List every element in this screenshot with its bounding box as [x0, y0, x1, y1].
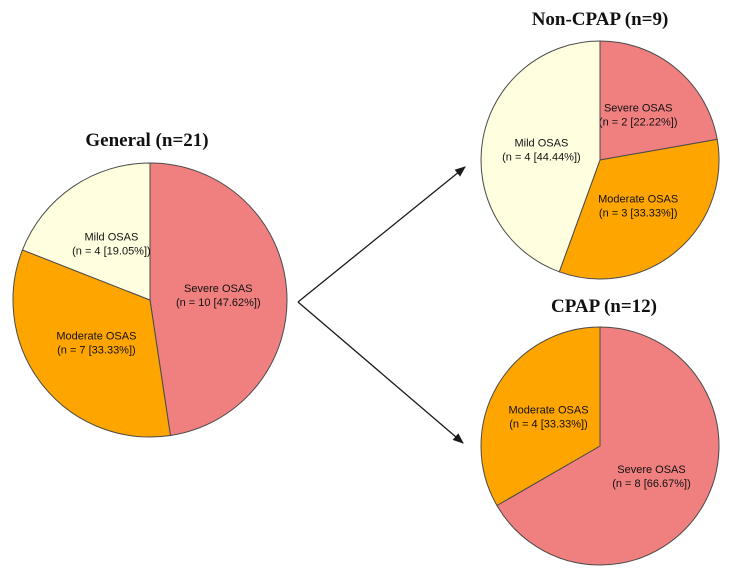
pie-slice-severe-osas	[496, 326, 720, 566]
pie-slice-moderate-osas	[480, 326, 601, 506]
pie-cpap: CPAP (n=12) Severe OSAS(n = 8 [66.67%]) M…	[480, 296, 720, 566]
pie-slice-label-severe-osas: Severe OSAS(n = 2 [22.22%])	[599, 102, 678, 128]
pie-cpap-title: CPAP (n=12)	[551, 296, 657, 317]
pie-slice-severe-osas	[149, 162, 288, 436]
arrows-group	[297, 166, 466, 444]
arrow-general-to-cpap	[297, 301, 464, 444]
arrow-general-to-non-cpap	[297, 166, 466, 303]
pie-slice-label-severe-osas: Severe OSAS(n = 10 [47.62%])	[176, 283, 261, 309]
pie-slice-label-moderate-osas: Moderate OSAS(n = 4 [33.33%])	[508, 404, 588, 430]
pie-slice-label-mild-osas: Mild OSAS(n = 4 [19.05%])	[72, 231, 151, 257]
pie-slice-label-mild-osas: Mild OSAS(n = 4 [44.44%])	[502, 138, 581, 164]
pie-general-slices: Severe OSAS(n = 10 [47.62%]) Moderate OSA…	[12, 162, 288, 438]
pie-slice-moderate-osas	[12, 249, 171, 438]
pie-slice-severe-osas	[599, 40, 718, 161]
pie-slice-label-severe-osas: Severe OSAS(n = 8 [66.67%])	[612, 464, 691, 490]
pie-slice-label-moderate-osas: Moderate OSAS(n = 3 [33.33%])	[598, 194, 678, 220]
pie-general: General (n=21) Severe OSAS(n = 10 [47.62…	[12, 130, 288, 438]
pie-general-title: General (n=21)	[85, 130, 208, 151]
pie-slice-mild-osas	[480, 40, 601, 273]
pie-non-cpap-title: Non-CPAP (n=9)	[532, 9, 669, 30]
pie-slice-moderate-osas	[558, 138, 720, 280]
pie-slice-mild-osas	[21, 162, 151, 301]
pie-non-cpap-slices: Severe OSAS(n = 2 [22.22%]) Moderate OSAS…	[480, 40, 720, 280]
pie-cpap-slices: Severe OSAS(n = 8 [66.67%]) Moderate OSAS…	[480, 326, 720, 566]
pie-non-cpap: Non-CPAP (n=9) Severe OSAS(n = 2 [22.22%…	[480, 9, 720, 280]
pie-slice-label-moderate-osas: Moderate OSAS(n = 7 [33.33%])	[56, 331, 136, 357]
